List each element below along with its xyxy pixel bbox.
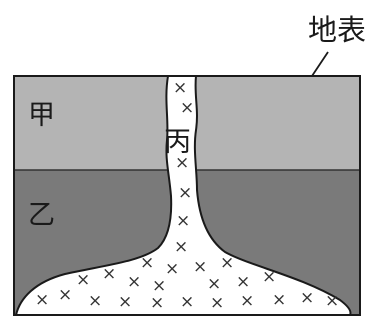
- surface-leader-line: [311, 51, 329, 77]
- x-mark: ×: [175, 153, 189, 173]
- layer-middle-label: 乙: [28, 200, 55, 231]
- x-mark: ×: [180, 98, 194, 118]
- x-mark: ×: [102, 264, 116, 284]
- x-mark: ×: [262, 267, 276, 287]
- x-mark: ×: [88, 291, 102, 311]
- surface-label: 地表: [308, 13, 366, 47]
- x-mark: ×: [207, 274, 221, 294]
- layer-top-label: 甲: [28, 100, 55, 131]
- x-mark: ×: [174, 237, 188, 257]
- x-mark: ×: [152, 276, 166, 296]
- x-mark: ×: [173, 78, 187, 98]
- x-mark: ×: [220, 253, 234, 273]
- x-mark: ×: [176, 211, 190, 231]
- x-mark: ×: [58, 285, 72, 305]
- x-mark: ×: [210, 293, 224, 313]
- intrusion-x-marks: × × × × × × × × × × × × × × × × × × × × …: [35, 78, 339, 313]
- x-mark: ×: [140, 253, 154, 273]
- x-mark: ×: [35, 290, 49, 310]
- x-mark: ×: [165, 259, 179, 279]
- x-mark: ×: [118, 292, 132, 312]
- x-mark: ×: [240, 291, 254, 311]
- x-mark: ×: [193, 257, 207, 277]
- x-mark: ×: [300, 288, 314, 308]
- x-mark: ×: [325, 291, 339, 311]
- x-mark: ×: [236, 272, 250, 292]
- x-mark: ×: [180, 292, 194, 312]
- x-mark: ×: [178, 183, 192, 203]
- x-mark: ×: [127, 272, 141, 292]
- x-mark: ×: [272, 290, 286, 310]
- diagram-frame: [13, 75, 361, 316]
- intrusion-label: 丙: [164, 127, 191, 158]
- x-mark: ×: [76, 270, 90, 290]
- x-mark: ×: [150, 293, 164, 313]
